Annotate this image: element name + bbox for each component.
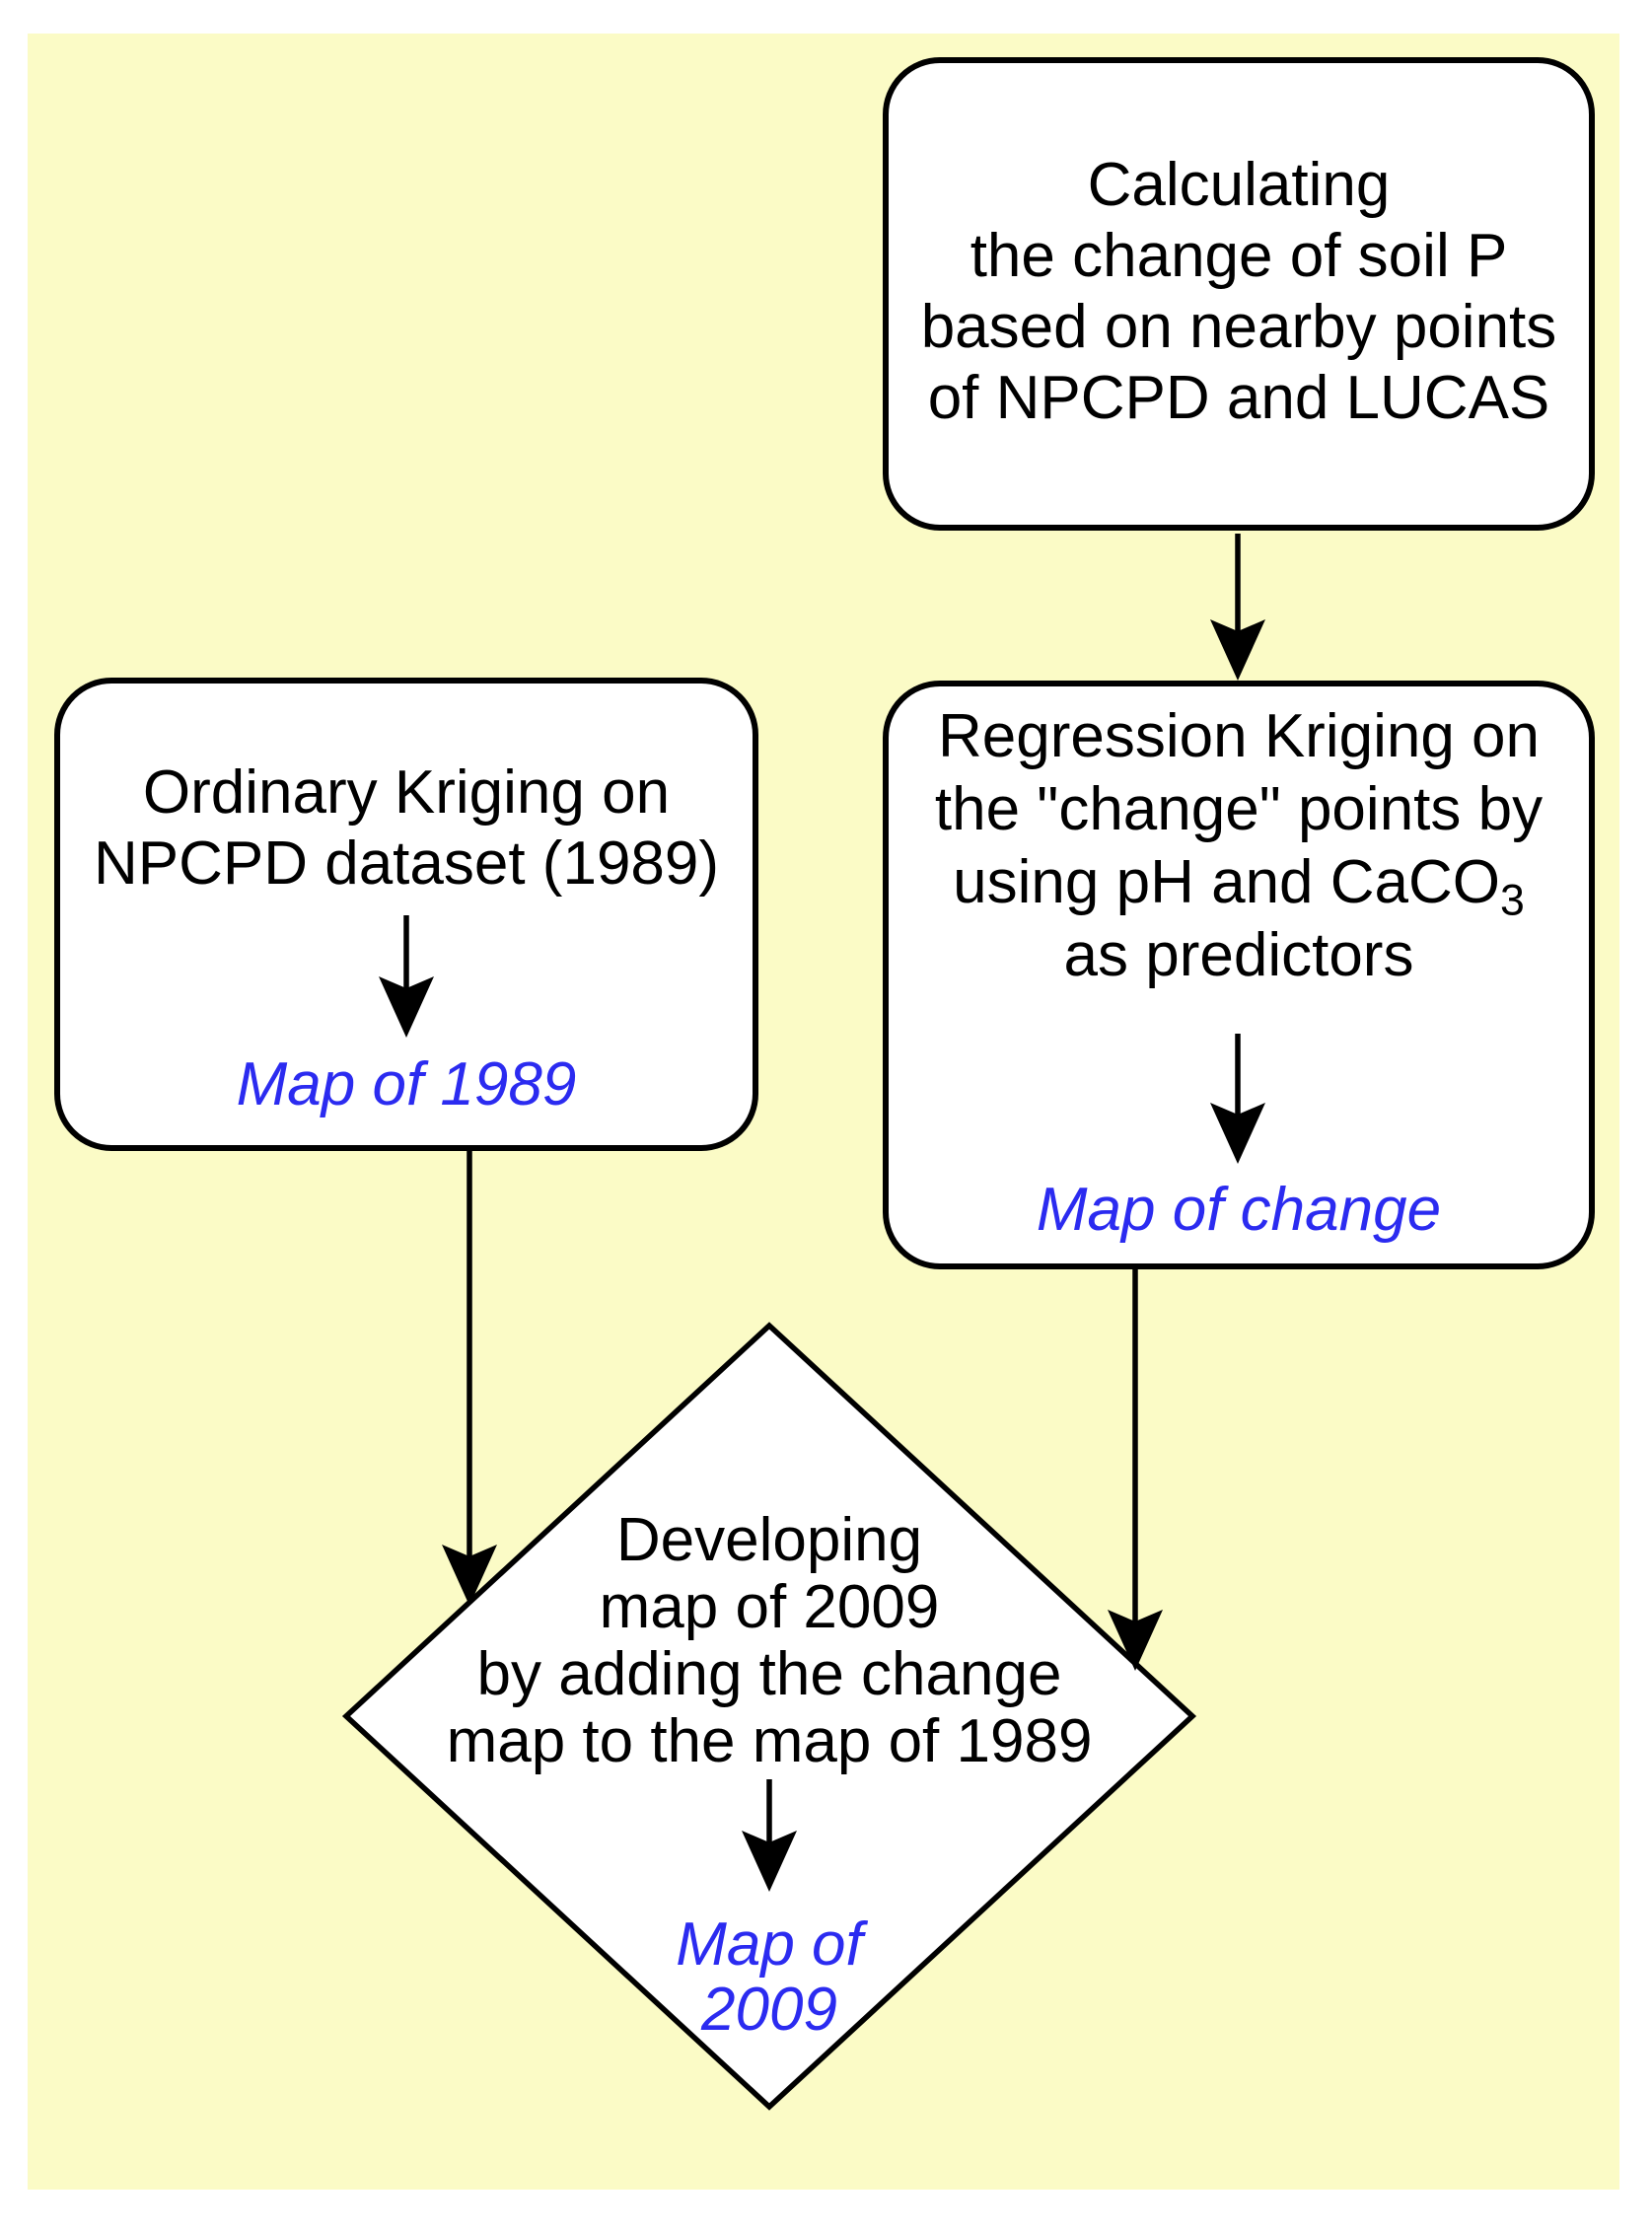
arrow-diamond-to-map2009 (742, 1779, 797, 1892)
process-box-ordinary-kriging (54, 678, 758, 1151)
regression-line-3: using pH and CaCO3 (953, 848, 1525, 925)
ordinary-line-1: Ordinary Kriging on (142, 758, 671, 827)
regression-line-1: Regression Kriging on (937, 702, 1540, 770)
calc-line-1: Calculating (1087, 151, 1391, 219)
ordinary-box-text: Ordinary Kriging on NPCPD dataset (1989) (54, 757, 758, 900)
arrow-ordinary-to-map1989 (379, 915, 434, 1038)
arrow-regression-to-diamond (1108, 1269, 1163, 1671)
diamond-line-2: map of 2009 (599, 1573, 940, 1641)
result-label-map-1989: Map of 1989 (236, 1050, 577, 1118)
diamond-text: Developing map of 2009 by adding the cha… (325, 1507, 1213, 1775)
map-2009-line-1: Map of (676, 1910, 863, 1979)
calc-line-4: of NPCPD and LUCAS (927, 364, 1550, 432)
regression-box-text: Regression Kriging on the "change" point… (883, 700, 1595, 992)
map-2009-line-2: 2009 (701, 1976, 837, 2044)
regression-line-4: as predictors (1063, 921, 1414, 989)
calc-box-text: Calculating the change of soil P based o… (883, 150, 1595, 434)
process-box-regression-kriging (883, 681, 1595, 1269)
diamond-line-3: by adding the change (476, 1640, 1062, 1708)
result-label-map-2009: Map of 2009 (325, 1912, 1213, 2043)
regression-line-2: the "change" points by (934, 775, 1544, 843)
calc-line-2: the change of soil P (970, 222, 1508, 290)
decision-diamond-develop-2009 (341, 1322, 1197, 2111)
arrow-regression-to-mapchange (1210, 1034, 1265, 1164)
arrow-calc-to-regression (1210, 534, 1265, 681)
result-label-map-change: Map of change (1036, 1176, 1442, 1244)
ordinary-line-2: NPCPD dataset (1989) (93, 829, 720, 898)
arrow-ordinary-to-diamond (442, 1151, 497, 1606)
calc-line-3: based on nearby points (920, 293, 1557, 361)
diamond-line-4: map to the map of 1989 (446, 1707, 1093, 1775)
process-box-calculate-change (883, 57, 1595, 531)
diamond-line-1: Developing (615, 1506, 923, 1574)
caco3-subscript: 3 (1500, 876, 1525, 925)
